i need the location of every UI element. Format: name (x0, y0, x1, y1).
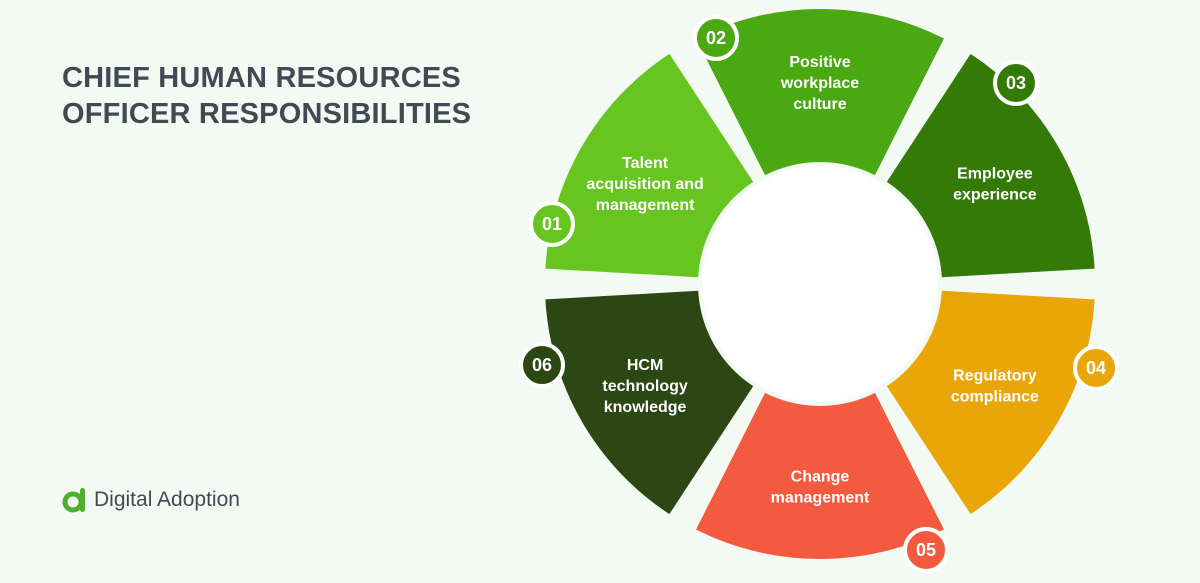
brand-name: Digital Adoption (94, 488, 240, 511)
segment-02 (689, 2, 951, 183)
segment-label-line: management (596, 197, 695, 214)
badge-04: 04 (1073, 345, 1119, 391)
segment-label-line: acquisition and (586, 176, 703, 193)
segment-label-05: Change management (771, 469, 870, 507)
badge-05: 05 (903, 527, 949, 573)
segment-label-line: Regulatory (953, 368, 1037, 385)
badge-06: 06 (519, 342, 565, 388)
segment-label-line: Talent (622, 155, 669, 172)
segments-layer: Talent acquisition and management Positive w… (538, 2, 1102, 566)
badge-circle (993, 60, 1039, 106)
page-title-line-2: OFFICER RESPONSIBILITIES (62, 98, 472, 130)
segment-05 (689, 385, 951, 566)
badge-circle (693, 15, 739, 61)
segment-label-01: Talent acquisition and management (586, 155, 703, 214)
badge-number: 01 (542, 214, 562, 234)
badge-circle (1073, 345, 1119, 391)
page-title-line-1: CHIEF HUMAN RESOURCES (62, 62, 461, 94)
badge-03: 03 (993, 60, 1039, 106)
segment-label-04: Regulatory compliance (951, 368, 1039, 406)
segment-label-line: HCM (627, 357, 663, 374)
segment-label-line: knowledge (604, 399, 687, 416)
badge-number: 06 (532, 355, 552, 375)
digital-adoption-logo-icon (62, 488, 85, 513)
segment-06 (538, 283, 761, 522)
segment-label-line: management (771, 490, 870, 507)
wheel-center (702, 166, 938, 402)
segment-label-line: culture (793, 96, 846, 113)
badge-circle (519, 342, 565, 388)
badges-layer: 01 02 03 04 05 06 (519, 15, 1119, 573)
badge-number: 02 (706, 28, 726, 48)
badge-circle (529, 201, 575, 247)
segment-label-line: workplace (780, 75, 859, 92)
badge-circle (903, 527, 949, 573)
badge-01: 01 (529, 201, 575, 247)
badge-number: 05 (916, 540, 936, 560)
segment-label-line: Change (791, 469, 850, 486)
badge-number: 04 (1086, 358, 1106, 378)
segment-label-line: experience (953, 187, 1037, 204)
page-title: CHIEF HUMAN RESOURCES OFFICER RESPONSIBI… (62, 60, 522, 132)
segment-label-line: compliance (951, 389, 1039, 406)
badge-number: 03 (1006, 73, 1026, 93)
segment-label-06: HCM technology knowledge (602, 357, 687, 416)
segment-label-line: technology (602, 378, 687, 395)
segment-label-02: Positive workplace culture (780, 54, 859, 113)
segment-label-line: Employee (957, 166, 1033, 183)
badge-02: 02 (693, 15, 739, 61)
segment-label-03: Employee experience (953, 166, 1037, 204)
brand-logo: Digital Adoption (62, 486, 240, 514)
segment-label-line: Positive (789, 54, 850, 71)
